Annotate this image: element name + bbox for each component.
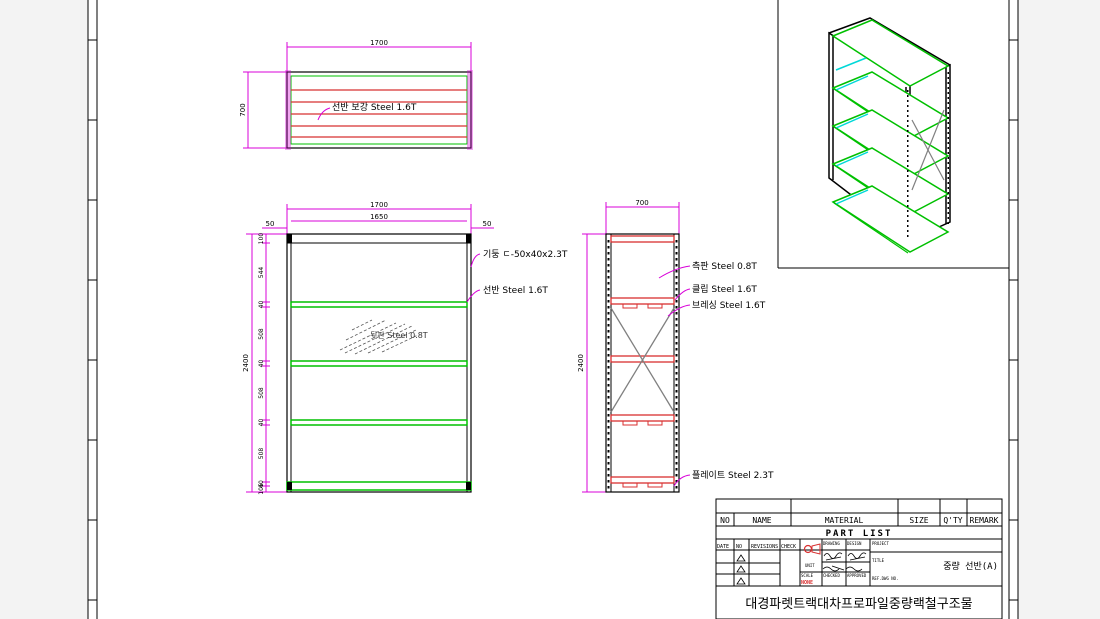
part-list-headers: NO NAME MATERIAL SIZE Q'TY REMARK	[720, 516, 998, 525]
projection-symbol	[803, 543, 821, 555]
top-view-outline	[286, 71, 472, 149]
isometric-view	[777, 0, 1009, 269]
front-left-dim-text: 50	[266, 220, 275, 228]
clip-callout: 클립 Steel 1.6T	[692, 284, 757, 295]
field-approved: APPROVED	[847, 573, 867, 578]
side-height-dim-text: 2400	[577, 354, 585, 372]
back-panel-label: 뒷판 Steel 0.8T	[370, 331, 428, 340]
field-scale-label: SCALE	[801, 573, 814, 578]
top-callout-leader	[317, 107, 331, 121]
rev-header-date: DATE	[717, 544, 729, 550]
iso-top-shelf	[831, 19, 950, 87]
part-list-frame	[715, 498, 1003, 619]
front-segment-dim-text: 40	[258, 301, 265, 309]
front-segment-dim-text: 544	[258, 267, 265, 279]
side-x-bracing	[610, 307, 675, 413]
part-list-header: NO	[720, 516, 730, 525]
front-right-dim-text: 50	[483, 220, 492, 228]
plate-callout: 플레이트 Steel 2.3T	[692, 470, 774, 481]
side-shelves	[610, 235, 675, 488]
plate-leader	[673, 474, 691, 487]
side-panel-callout: 측판 Steel 0.8T	[692, 261, 757, 272]
field-units: UNIT	[805, 563, 815, 568]
front-inner-dim-text: 1650	[370, 213, 388, 221]
front-segment-dim-text: 508	[258, 387, 265, 399]
rev-header-no: NO	[736, 544, 742, 550]
role-design: DESIGN	[847, 541, 862, 546]
top-view: 1700 700 선반 보강 Steel 1.6T	[239, 39, 473, 150]
top-post-right	[467, 70, 473, 150]
brace-callout: 브레싱 Steel 1.6T	[692, 300, 766, 311]
front-segment-dim-text: 40	[258, 360, 265, 368]
front-segment-dim-text: 40	[258, 419, 265, 427]
front-height-dim-text: 2400	[242, 354, 250, 372]
side-post-front	[605, 233, 612, 493]
front-shelf-1	[290, 301, 468, 308]
title-block: NO NAME MATERIAL SIZE Q'TY REMARK PART LIST D…	[715, 498, 1003, 619]
role-project: PROJECT	[872, 541, 889, 546]
top-width-dim-text: 1700	[370, 39, 388, 47]
signature-scribbles	[822, 552, 867, 572]
rev-header-revisions: REVISIONS	[751, 544, 778, 550]
side-post-back	[673, 233, 680, 493]
front-shelf-2	[290, 360, 468, 367]
field-scale-value: NONE	[801, 580, 813, 586]
part-list-header: REMARK	[970, 516, 999, 525]
part-list-header: SIZE	[909, 516, 928, 525]
field-checked: CHECKED	[823, 573, 840, 578]
front-segment-dim-text: 508	[258, 328, 265, 340]
front-top-beam-cap-right	[466, 234, 471, 243]
shelf-callout-leader	[466, 289, 481, 303]
side-post-holes	[607, 240, 678, 489]
field-title-label: TITLE	[872, 558, 885, 563]
side-depth-dim-text: 700	[635, 199, 648, 207]
side-panel-leader	[658, 265, 691, 279]
back-panel-hatch	[339, 319, 419, 355]
front-width-dim-text: 1700	[370, 201, 388, 209]
part-list-header: NAME	[752, 516, 771, 525]
iso-side-bracing	[911, 109, 945, 191]
top-callout-text: 선반 보강 Steel 1.6T	[332, 102, 417, 113]
drawing-title: 중량 선반(A)	[943, 560, 998, 572]
part-list-header: MATERIAL	[825, 516, 864, 525]
front-view: 1700 1650 50 50 2400 100 544 40 508 40 508 40 5…	[242, 201, 568, 495]
top-view-inner-outline	[290, 75, 468, 145]
top-view-stiffeners	[291, 89, 467, 138]
role-drawing: DRAWING	[823, 541, 840, 546]
iso-post-holes	[907, 72, 949, 237]
front-bottom-cap-left	[287, 482, 292, 490]
front-segment-dim-text: 508	[258, 448, 265, 460]
part-list-header: Q'TY	[943, 516, 962, 525]
rev-header-check: CHECK	[781, 544, 796, 550]
front-segment-dim-text: 105	[258, 483, 265, 495]
revision-triangles	[736, 554, 746, 585]
front-shelf-3	[290, 419, 468, 426]
border-tick-marks	[88, 39, 1018, 601]
field-refno: REF.DWG NO.	[872, 576, 899, 581]
part-list-title: PART LIST	[826, 529, 893, 539]
top-depth-dim-text: 700	[239, 103, 247, 116]
side-view: 700 2400 측판 Steel 0.8T	[577, 199, 774, 493]
post-callout-leader	[470, 253, 481, 268]
shelf-callout-text: 선반 Steel 1.6T	[483, 285, 548, 296]
front-bottom-cap-right	[466, 482, 471, 490]
company-name: 대경파렛트랙대차프로파일중량랙철구조물	[745, 597, 972, 612]
brace-leader	[667, 304, 691, 317]
front-top-beam-cap-left	[287, 234, 292, 243]
clip-leader	[674, 288, 691, 301]
top-post-left	[285, 70, 291, 150]
front-segment-dim-text: 100	[258, 233, 265, 245]
post-callout-text: 기둥 ㄷ-50x40x2.3T	[483, 249, 568, 260]
front-segment-dim-text: 40	[258, 480, 265, 488]
